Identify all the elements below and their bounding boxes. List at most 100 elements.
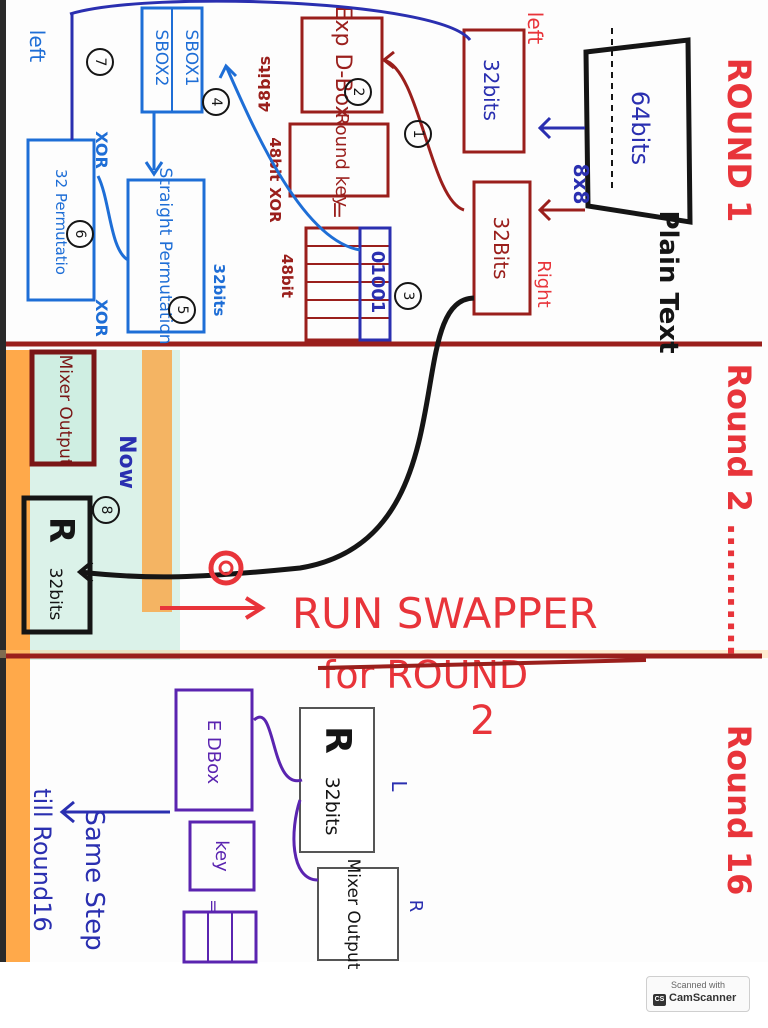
camscanner-logo-icon: CS <box>653 994 666 1006</box>
xor-label-a: XOR <box>92 131 111 169</box>
mixed-to-sbox-arrow <box>224 65 361 252</box>
straight-permutation-box <box>126 178 206 334</box>
arrow-head-left-half <box>537 116 552 140</box>
step-marker-number: 5 <box>174 306 190 315</box>
round2-now-label: Now <box>114 435 139 489</box>
highlight-orange <box>142 350 172 612</box>
round-key-box <box>288 122 390 198</box>
scanned-with-text: Scanned with <box>670 980 726 990</box>
left-bottom-label: left <box>25 30 49 63</box>
left-half-bits: 32bits <box>479 59 503 121</box>
round2-mixer-label: Mixer Output <box>55 355 75 466</box>
swap-marker-circle <box>208 550 244 586</box>
same-step-arrow-head <box>59 800 75 824</box>
expansion-out-bits: 48bits <box>255 56 274 112</box>
round16-edbox <box>174 688 254 812</box>
for-round-label: for ROUND <box>322 653 528 697</box>
round-key-xor: XOR <box>266 187 284 223</box>
camscanner-name: CamScanner <box>669 992 737 1004</box>
till-round16-label: till Round16 <box>28 788 56 932</box>
arrow-head-permutation <box>144 161 164 177</box>
round-two-label: 2 <box>470 698 495 744</box>
round16-small-l: L <box>387 780 411 792</box>
arrow-head-expansion <box>381 50 395 70</box>
round16-r-bits: 32bits <box>321 777 343 836</box>
step-marker-number: 7 <box>92 58 108 67</box>
round-key-label: Round key <box>331 113 352 208</box>
straight-permutation-label: Straight Permutation <box>155 168 175 345</box>
round-key-equals: = <box>324 201 349 219</box>
round-key-bits-xor: 48bitXOR <box>266 137 284 223</box>
round16-key-box <box>188 820 256 892</box>
camscanner-badge: Scanned with CS CamScanner <box>646 976 750 1012</box>
step-marker-ring <box>404 120 432 148</box>
step-marker-ring <box>86 48 114 76</box>
step-marker-number: 8 <box>98 506 114 515</box>
round16-r-letter: R <box>317 726 358 754</box>
right-half-label: Right <box>533 260 554 307</box>
step-marker-ring <box>92 496 120 524</box>
expansion-dbox <box>300 16 384 114</box>
step-marker-ring <box>344 78 372 106</box>
scan-edge <box>0 0 6 962</box>
round-key-bits: 48bit <box>266 137 284 181</box>
left-half-to-xor-path <box>69 0 472 41</box>
run-swapper-label: RUN SWAPPER <box>292 589 598 638</box>
step-marker-ring <box>394 282 422 310</box>
swap-curve <box>79 295 475 580</box>
round2-r-bits: 32bits <box>45 568 65 621</box>
round16-mixer-path <box>292 799 319 882</box>
round16-r-box <box>299 707 375 853</box>
round16-r-to-edbox <box>252 715 303 783</box>
round16-edbox-label: E DBox <box>203 720 224 785</box>
round16-mixer-label: Mixer Output <box>343 859 363 970</box>
round-16-label: Round 16 <box>720 725 758 896</box>
final-permutation-box <box>26 138 96 302</box>
plaintext-box <box>583 37 693 225</box>
mixed-bits: 48bit <box>278 254 296 298</box>
expansion-dbox-label: Exp D-Box <box>330 6 355 119</box>
swap-marker-inner <box>218 560 234 576</box>
right-half-box <box>472 180 532 316</box>
right-to-expansion-arrow <box>383 58 465 212</box>
run-swapper-arrow-head <box>244 596 266 620</box>
step-marker-number: 4 <box>208 98 224 107</box>
step-marker-6: 6 <box>66 220 94 248</box>
round16-table <box>182 910 258 964</box>
step-marker-1: 1 <box>404 120 432 148</box>
step-marker-3: 3 <box>394 282 422 310</box>
mixed-value: 01001 <box>367 251 388 314</box>
for-round-strike <box>317 658 647 670</box>
step-marker-ring <box>168 296 196 324</box>
final-permutation-label: 32 Permutatio <box>52 169 70 275</box>
arrow-head-sbox <box>218 63 238 79</box>
perm-to-xor-path <box>96 175 129 262</box>
plaintext-bits: 64bits <box>626 91 654 165</box>
right-half-bits: 32Bits <box>489 217 513 280</box>
straight-permutation-bits: 32bits <box>210 264 228 317</box>
mixed-highlight-column <box>358 226 392 342</box>
round2-r-letter: R <box>41 517 81 543</box>
round16-key-label: key <box>211 840 232 872</box>
round-1-label: ROUND 1 <box>720 58 758 223</box>
step-marker-8: 8 <box>92 496 120 524</box>
step-marker-5: 5 <box>168 296 196 324</box>
step-marker-number: 2 <box>350 88 366 97</box>
xor-label-b: XOR <box>92 299 111 337</box>
round2-mixer-box <box>29 349 97 467</box>
scan-margin <box>0 962 768 1024</box>
same-step-label: Same Step <box>79 809 109 950</box>
left-half-label: left <box>523 12 547 45</box>
sbox-2: SBOX2 <box>151 30 171 87</box>
step-marker-ring <box>202 88 230 116</box>
step-marker-number: 3 <box>400 292 416 301</box>
round16-mixer-box <box>317 867 399 961</box>
round-2-label: Round 2 ........... <box>720 363 758 656</box>
step-marker-number: 6 <box>72 230 88 239</box>
step-marker-number: 1 <box>410 130 426 139</box>
round16-small-r: R <box>405 900 426 913</box>
plaintext-split-label: 8x8 <box>569 164 593 205</box>
sbox-1: SBOX1 <box>181 30 201 87</box>
